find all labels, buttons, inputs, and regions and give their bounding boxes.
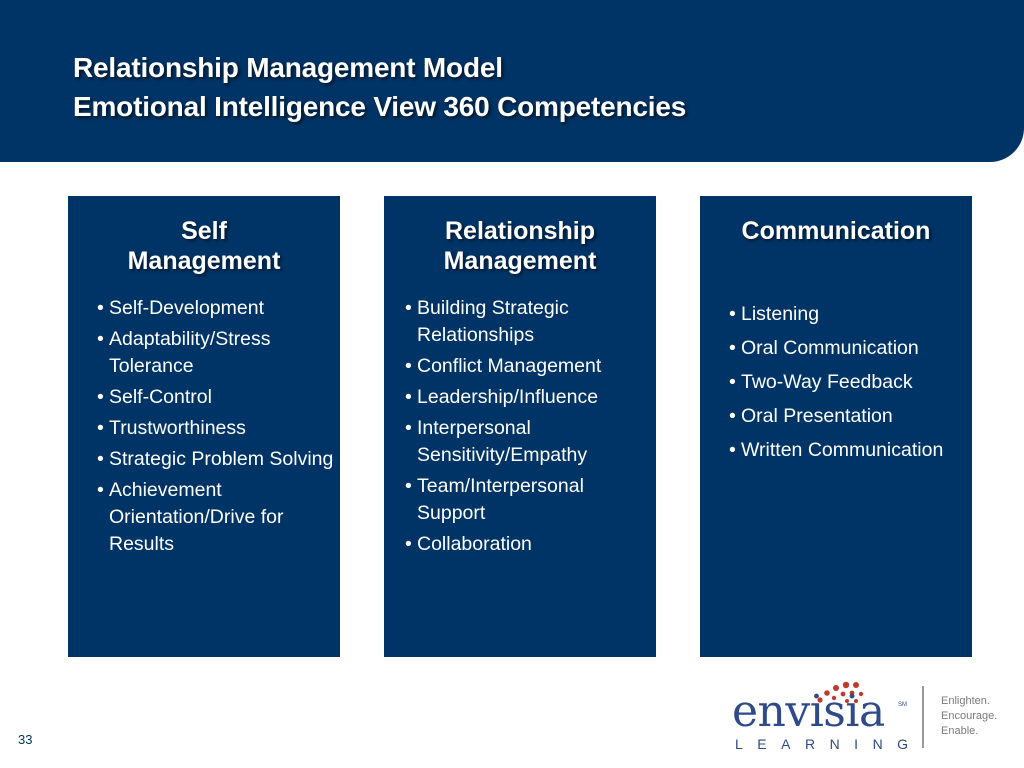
logo-tagline: Enlighten. Encourage. Enable. — [941, 694, 997, 739]
list-item: Strategic Problem Solving — [97, 446, 340, 473]
heading-line: Management — [443, 247, 597, 275]
list-item: Oral Communication — [729, 331, 969, 365]
self-management-list: Self-Development Adaptability/Stress Tol… — [97, 295, 340, 562]
list-item: Listening — [729, 297, 969, 331]
slide-title-line-2: Emotional Intelligence View 360 Competen… — [73, 91, 687, 122]
list-item: Conflict Management — [405, 353, 656, 380]
heading-line: Self — [181, 217, 227, 245]
slide-title-line-1: Relationship Management Model — [73, 52, 503, 83]
communication-panel: Communication Listening Oral Communicati… — [700, 196, 972, 657]
tagline-line: Enlighten. — [941, 695, 990, 707]
list-item: Written Communication — [729, 433, 969, 467]
tagline-line: Encourage. — [941, 710, 998, 722]
list-item: Two-Way Feedback — [729, 365, 969, 399]
logo-divider — [922, 686, 924, 748]
relationship-management-list: Building Strategic Relationships Conflic… — [405, 295, 656, 562]
list-item: Collaboration — [405, 531, 656, 558]
list-item: Self-Development — [97, 295, 340, 322]
logo-wordmark: envisia — [732, 686, 885, 737]
list-item: Adaptability/Stress Tolerance — [97, 326, 340, 380]
logo-service-mark: SM — [898, 702, 907, 708]
self-management-heading: Self Management — [68, 216, 340, 276]
logo-subtitle: LEARNING — [735, 736, 923, 752]
tagline-line: Enable. — [941, 725, 979, 737]
list-item: Interpersonal Sensitivity/Empathy — [405, 415, 656, 469]
list-item: Team/Interpersonal Support — [405, 473, 656, 527]
heading-line: Relationship — [444, 217, 595, 245]
list-item: Self-Control — [97, 384, 340, 411]
list-item: Oral Presentation — [729, 399, 969, 433]
list-item: Leadership/Influence — [405, 384, 656, 411]
list-item: Trustworthiness — [97, 415, 340, 442]
page-number: 33 — [18, 732, 33, 747]
logo-dots-icon — [817, 681, 864, 703]
list-item: Achievement Orientation/Drive for Result… — [97, 477, 340, 558]
self-management-panel: Self Management Self-Development Adaptab… — [68, 196, 340, 657]
heading-line: Management — [127, 247, 281, 275]
communication-list: Listening Oral Communication Two-Way Fee… — [729, 297, 969, 467]
envisia-learning-logo: envisia SM LEARNING Enlighten. Encourage… — [732, 676, 1002, 756]
communication-heading: Communication — [741, 217, 931, 245]
list-item: Building Strategic Relationships — [405, 295, 656, 349]
title-banner: Relationship Management Model Emotional … — [0, 0, 1024, 162]
relationship-management-heading: Relationship Management — [384, 216, 656, 276]
relationship-management-panel: Relationship Management Building Strateg… — [384, 196, 656, 657]
